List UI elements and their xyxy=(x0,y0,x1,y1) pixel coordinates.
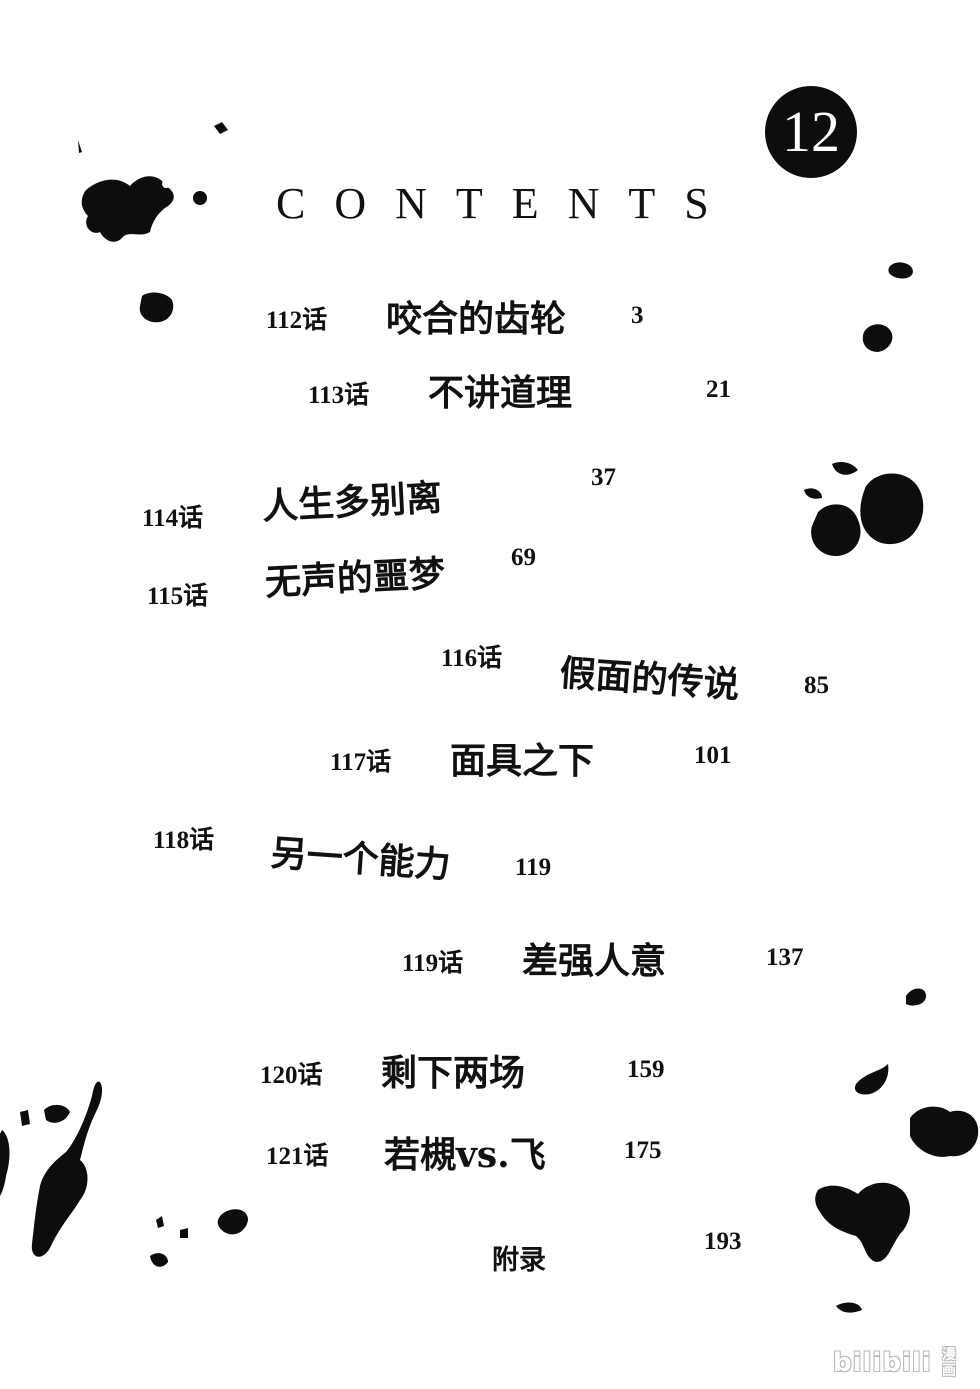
ink-blot xyxy=(910,1106,979,1157)
chapter-title: 人生多别离 xyxy=(261,476,444,528)
chapter-number: 118话 xyxy=(153,827,215,854)
chapter-number: 112话 xyxy=(266,307,328,334)
chapter-title: 咬合的齿轮 xyxy=(386,298,567,340)
page-number: 193 xyxy=(704,1228,742,1255)
page-number: 101 xyxy=(694,742,732,769)
chapter-title: 若槻vs.飞 xyxy=(384,1134,546,1176)
ink-blot xyxy=(832,462,858,475)
ink-blot xyxy=(836,1302,862,1313)
ink-dot xyxy=(162,180,170,188)
page-number: 175 xyxy=(624,1137,662,1164)
ink-blot xyxy=(81,176,174,242)
chapter-number: 114话 xyxy=(142,505,204,532)
chapter-title: 无声的噩梦 xyxy=(264,552,447,604)
ink-blot xyxy=(150,1253,168,1267)
ink-blot xyxy=(180,1228,188,1238)
ink-dot xyxy=(824,542,836,554)
page-number: 69 xyxy=(511,544,536,571)
page-number: 21 xyxy=(706,376,731,403)
ink-blot xyxy=(0,1130,10,1196)
page-number: 3 xyxy=(631,302,644,329)
ink-blot xyxy=(31,1081,103,1257)
ink-blot xyxy=(860,473,924,545)
ink-blot xyxy=(906,988,926,1006)
chapter-number: 120话 xyxy=(260,1062,323,1089)
ink-blot xyxy=(804,488,822,499)
ink-blot xyxy=(20,1110,30,1126)
chapter-title: 不讲道理 xyxy=(428,372,573,414)
chapter-number: 121话 xyxy=(266,1143,329,1170)
chapter-title: 差强人意 xyxy=(522,940,667,982)
ink-dot xyxy=(214,122,228,134)
chapter-number: 113话 xyxy=(308,382,370,409)
volume-number-badge: 12 xyxy=(765,86,857,178)
ink-blot xyxy=(44,1104,70,1123)
chapter-number: 117话 xyxy=(330,749,392,776)
ink-dot xyxy=(193,191,207,205)
ink-blot xyxy=(862,324,893,352)
ink-blot xyxy=(139,292,174,323)
chapter-number: 115话 xyxy=(147,583,209,610)
ink-blot xyxy=(156,1216,164,1228)
watermark-subtext: 漫画 xyxy=(942,1347,956,1379)
chapter-title: 剩下两场 xyxy=(381,1052,526,1094)
page-number: 85 xyxy=(804,672,829,699)
contents-title: CONTENTS xyxy=(276,179,738,228)
ink-blot xyxy=(815,1182,911,1262)
ink-dot xyxy=(78,140,82,153)
page-number: 137 xyxy=(766,944,804,971)
page-number: 37 xyxy=(591,464,616,491)
page-number: 119 xyxy=(515,854,552,881)
appendix-title: 附录 xyxy=(492,1245,546,1276)
ink-blot xyxy=(811,504,861,556)
chapter-title: 面具之下 xyxy=(450,740,595,782)
ink-blot xyxy=(854,1064,889,1095)
chapter-number: 116话 xyxy=(441,645,503,672)
bilibili-watermark-logo: bilibili xyxy=(833,1348,932,1378)
page-number: 159 xyxy=(627,1056,665,1083)
ink-blot xyxy=(217,1209,248,1235)
ink-blot xyxy=(888,262,913,279)
chapter-number: 119话 xyxy=(402,950,464,977)
